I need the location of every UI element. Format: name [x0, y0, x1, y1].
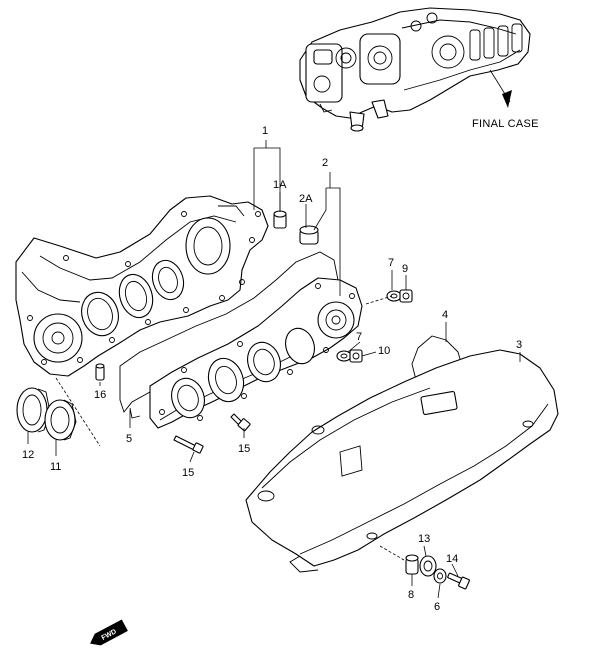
- final-case-pointer: [489, 69, 512, 108]
- label-part-12: 12: [22, 449, 34, 461]
- label-part-2a: 2A: [299, 193, 313, 205]
- label-part-7-upper: 7: [388, 257, 394, 269]
- washer-6: [433, 568, 447, 584]
- washer-7-lower: [336, 350, 352, 362]
- label-part-11: 11: [50, 461, 61, 473]
- dowel-pin-2a: [299, 225, 319, 245]
- label-part-4: 4: [442, 309, 448, 321]
- label-part-10: 10: [378, 345, 390, 357]
- label-part-9: 9: [402, 263, 408, 275]
- bolt-15-left: [173, 435, 204, 454]
- fwd-arrow: FWD: [90, 619, 128, 646]
- dowel-pin-16: [95, 363, 105, 381]
- final-case-assembly: [299, 7, 531, 132]
- clutch-cover: [245, 349, 559, 573]
- label-part-15-left: 15: [182, 467, 194, 479]
- leader-lines: [27, 140, 521, 599]
- oil-seal-12: [16, 387, 51, 433]
- upper-bolt-line: [365, 295, 393, 305]
- label-part-3: 3: [516, 339, 522, 351]
- label-part-13: 13: [418, 533, 430, 545]
- bolt-15-right: [230, 413, 251, 432]
- label-part-8: 8: [408, 589, 414, 601]
- bolt-9: [399, 289, 413, 303]
- label-part-7-lower: 7: [356, 331, 362, 343]
- label-part-2: 2: [322, 157, 328, 169]
- label-part-1: 1: [262, 125, 268, 137]
- label-part-15-right: 15: [238, 443, 250, 455]
- label-part-5: 5: [126, 433, 132, 445]
- dowel-pin-1a: [273, 210, 287, 229]
- label-part-6: 6: [434, 601, 440, 613]
- washer-8: [405, 554, 419, 575]
- bolt-14: [447, 572, 470, 590]
- lower-bolt-line: [379, 545, 405, 561]
- label-part-14: 14: [446, 553, 458, 565]
- label-final-case: FINAL CASE: [472, 118, 539, 130]
- bolt-10: [349, 349, 363, 363]
- washer-7-upper: [386, 290, 402, 302]
- seal-center-line: [55, 377, 101, 447]
- crankcase-left: [15, 195, 269, 377]
- grommet-13: [419, 555, 437, 577]
- label-part-16: 16: [94, 389, 106, 401]
- oil-seal-11: [44, 399, 77, 441]
- part-labels: 1 1A 2 2A 7 9 4 3 7 10 16 5 15 12 11 15 …: [22, 125, 522, 613]
- crankcase-right: [149, 277, 363, 429]
- label-part-1a: 1A: [273, 179, 287, 191]
